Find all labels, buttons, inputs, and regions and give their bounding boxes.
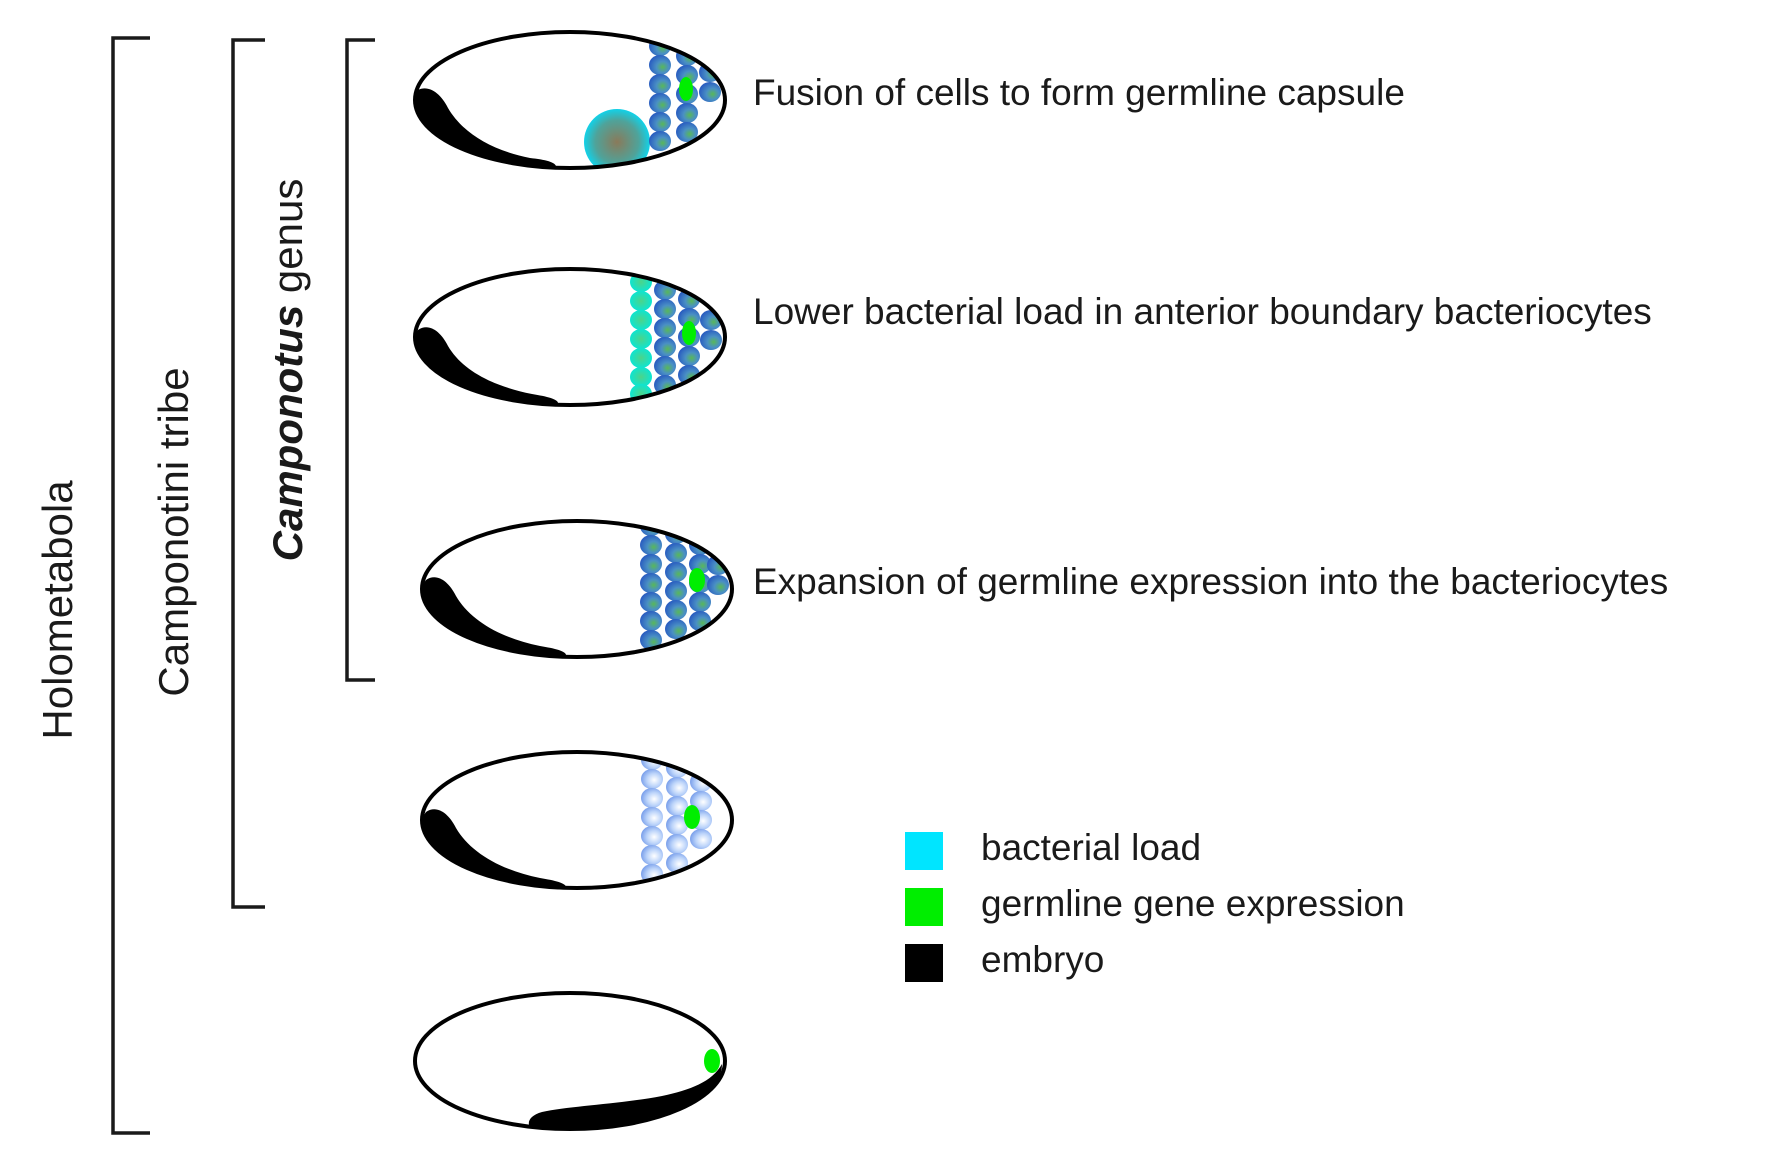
- germline-spot: [704, 1049, 720, 1073]
- camponotini-label: Camponotini tribe: [150, 367, 197, 696]
- germline-spot: [679, 77, 693, 101]
- egg-camponotus-lower-load: [413, 267, 727, 407]
- germline-spot: [684, 805, 700, 829]
- holometabola-label: Holometabola: [34, 480, 81, 740]
- egg-camponotini-ancestral: [420, 750, 734, 890]
- germline-spot: [682, 321, 696, 345]
- camponotus-italic: Camponotus: [264, 305, 311, 562]
- germline-spot: [689, 568, 705, 592]
- camponotus-genus-label: Camponotus genus: [264, 179, 311, 562]
- bacterial-load-ball: [584, 109, 650, 168]
- legend-label-bacterial-load: bacterial load: [981, 827, 1201, 868]
- legend-swatch-bacterial-load: [905, 832, 943, 870]
- holometabola-bracket: [111, 36, 150, 1135]
- legend-swatch-embryo: [905, 944, 943, 982]
- legend-label-germline: germline gene expression: [981, 883, 1405, 924]
- legend: bacterial load germline gene expression …: [905, 827, 1405, 982]
- trait-fusion: Fusion of cells to form germline capsule: [753, 72, 1405, 113]
- genus-suffix: genus: [264, 179, 311, 305]
- embryo: [528, 1064, 722, 1129]
- legend-swatch-germline: [905, 888, 943, 926]
- legend-label-embryo: embryo: [981, 939, 1104, 980]
- egg-camponotus-fusion: [413, 30, 727, 170]
- camponotini-bracket: [231, 38, 265, 909]
- trait-lower-load: Lower bacterial load in anterior boundar…: [753, 291, 1652, 332]
- trait-expansion: Expansion of germline expression into th…: [753, 561, 1668, 602]
- egg-camponotus-expansion: [420, 519, 734, 659]
- camponotus-bracket: [345, 38, 375, 682]
- bacteriocyte-cluster: [641, 752, 712, 884]
- egg-holometabola-ancestral: [413, 991, 727, 1131]
